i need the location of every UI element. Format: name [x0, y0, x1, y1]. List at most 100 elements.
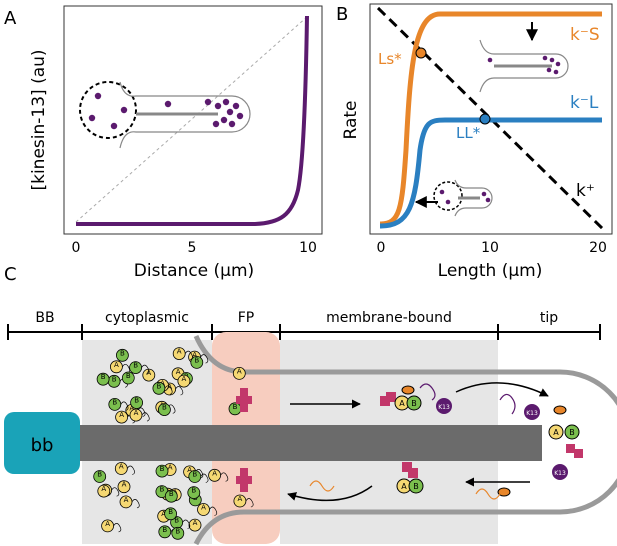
protein-letter: A: [161, 510, 166, 518]
protein-letter: A: [238, 495, 243, 503]
protein-letter: B: [162, 526, 167, 534]
fp-complex-subunit: [236, 396, 244, 404]
protein-a: [232, 366, 246, 380]
retro-b: B: [413, 482, 419, 491]
protein-letter: A: [119, 463, 124, 471]
panel-c-label: C: [4, 264, 17, 285]
protein-b: [130, 396, 144, 410]
retrograde-complex: A B: [309, 462, 511, 500]
zone-membrane-bound: membrane-bound: [326, 310, 452, 326]
panel-a-xtick-5: 5: [188, 240, 197, 256]
protein-letter: A: [212, 469, 217, 477]
protein-letter: A: [122, 481, 127, 489]
motor-tail: [164, 385, 173, 395]
protein-letter: B: [233, 403, 238, 411]
tip-contents: K13 A B K13: [499, 393, 583, 480]
k-minus-s-label: k⁻S: [570, 25, 600, 45]
panel-a-cilium-icon: [79, 81, 251, 149]
protein-letter: A: [101, 485, 106, 493]
motor-tail: [167, 404, 176, 414]
protein-letter: B: [156, 382, 161, 390]
tip-k13-2: K13: [554, 470, 566, 477]
protein-letter: B: [126, 372, 131, 380]
fp-complex-subunit: [236, 476, 244, 484]
protein-letter: A: [193, 519, 198, 527]
protein-letter: A: [187, 466, 192, 474]
panel-b-xtick-10: 10: [481, 240, 499, 256]
tip-b: B: [569, 428, 575, 437]
fp-complex-subunit: [244, 476, 252, 484]
protein-letter: B: [160, 465, 165, 473]
protein-letter: B: [134, 397, 139, 405]
protein-b: [121, 371, 135, 385]
protein-b: [187, 486, 201, 500]
protein-b: [155, 464, 169, 478]
basal-body: [4, 412, 80, 474]
protein-letter: A: [146, 369, 151, 377]
protein-letter: A: [176, 368, 181, 376]
antero-b: B: [411, 399, 417, 408]
ll-star-label: LL*: [456, 124, 481, 142]
panel-a-label: A: [4, 8, 17, 29]
protein-b: [190, 355, 204, 369]
panel-a-ylabel: [kinesin-13] (au): [29, 49, 49, 190]
zone-cytoplasmic: cytoplasmic: [105, 310, 189, 326]
protein-letter: B: [162, 404, 167, 412]
fp-complex-subunit: [240, 468, 248, 476]
protein-letter: A: [182, 375, 187, 383]
protein-letter: A: [177, 348, 182, 356]
k-minus-s-curve: [379, 11, 602, 227]
motor-tail: [184, 350, 193, 360]
protein-b: [164, 489, 178, 503]
motor-tail: [245, 498, 254, 508]
protein-letter: A: [168, 464, 173, 472]
panel-a-plot: [75, 15, 309, 226]
antero-a: A: [399, 399, 405, 408]
protein-letter: A: [201, 504, 206, 512]
protein-b: [93, 470, 107, 483]
protein-letter: B: [191, 487, 196, 495]
panel-a-curve: [76, 15, 309, 226]
panel-b-ylabel: Rate: [341, 101, 361, 140]
motor-tail: [200, 354, 209, 364]
fp-complex-subunit: [240, 484, 248, 492]
anterograde-complex: A B K13: [380, 383, 452, 414]
motor-tail: [182, 519, 191, 529]
protein-letter: B: [133, 362, 138, 370]
ls-star-marker: [415, 47, 427, 59]
protein-letter: A: [129, 404, 134, 412]
protein-letter: B: [97, 471, 102, 479]
motor-tail: [141, 364, 150, 374]
protein-a: [177, 374, 191, 388]
zone-fp: FP: [238, 310, 255, 326]
protein-letter: B: [168, 508, 173, 516]
motor-tail: [209, 506, 218, 516]
panel-b-long-cilium-icon: [479, 22, 569, 93]
retro-a: A: [401, 482, 407, 491]
motor-tail: [120, 401, 129, 411]
panel-a-xtick-10: 10: [299, 240, 317, 256]
protein-a: [117, 480, 131, 494]
protein-letter: B: [194, 356, 199, 364]
panel-b-plot: [376, 6, 606, 232]
protein-letter: B: [112, 398, 117, 406]
motor-tail: [200, 473, 209, 483]
antero-k13: K13: [438, 404, 450, 411]
fp-complex-subunit: [240, 404, 248, 412]
protein-letter: A: [134, 409, 139, 417]
motor-tail: [111, 487, 120, 497]
protein-letter: A: [114, 361, 119, 369]
motor-tail: [126, 465, 135, 475]
panel-a-xlabel: Distance (μm): [134, 261, 254, 281]
tip-k13-1: K13: [526, 410, 538, 417]
panel-b-xtick-0: 0: [377, 240, 386, 256]
panel-a-xtick-0: 0: [72, 240, 81, 256]
ls-star-label: Ls*: [378, 50, 402, 68]
motor-tail: [113, 523, 122, 533]
protein-letter: A: [124, 496, 129, 504]
protein-letter: B: [174, 517, 179, 525]
motor-tail: [220, 472, 229, 482]
protein-letter: A: [237, 367, 242, 375]
protein-letter: B: [101, 373, 106, 381]
panel-b-frame: [369, 3, 613, 235]
